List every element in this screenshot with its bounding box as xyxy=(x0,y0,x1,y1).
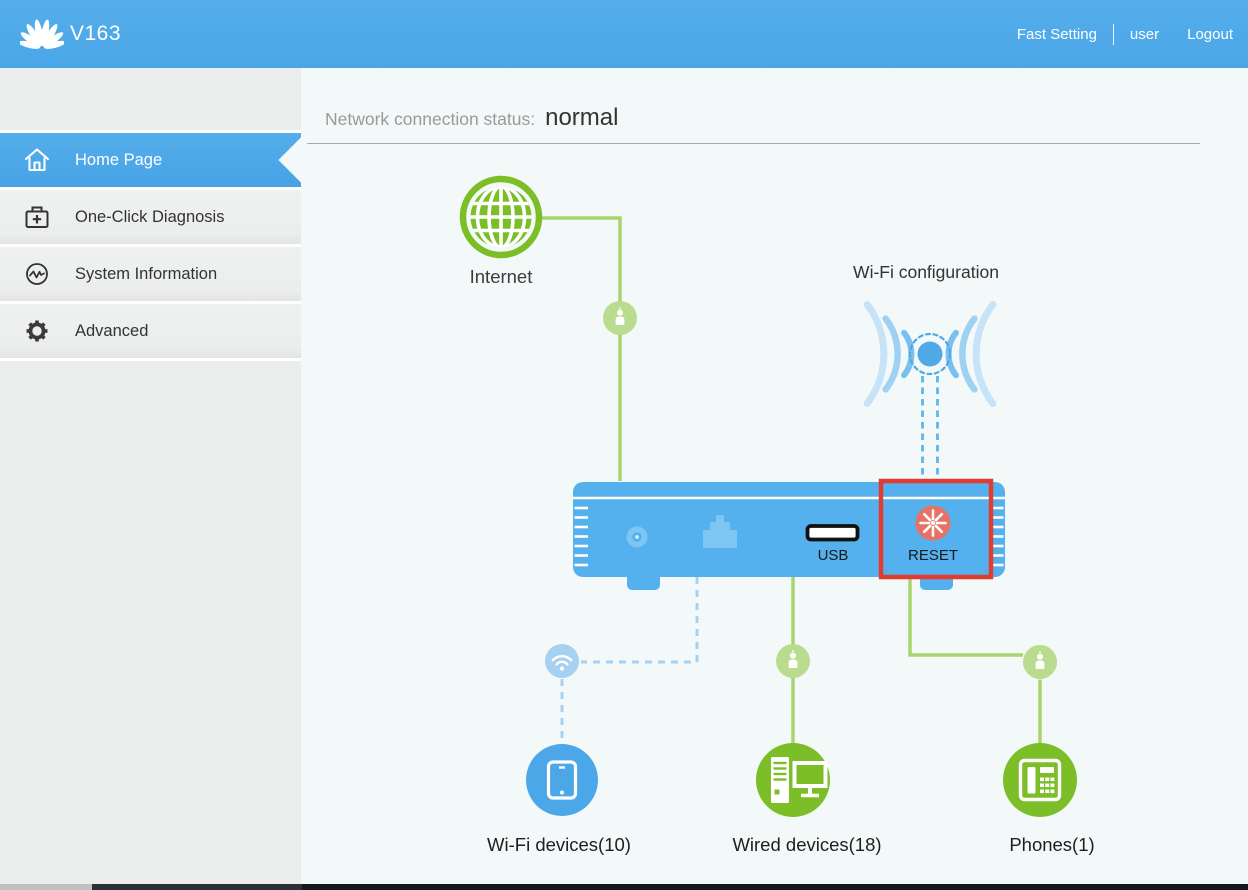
wifi-config-node[interactable]: Wi-Fi configuration xyxy=(853,262,999,481)
bottom-edge-strip xyxy=(0,884,1248,890)
huawei-logo-icon xyxy=(20,19,64,49)
network-status-value: normal xyxy=(545,104,619,131)
internet-label: Internet xyxy=(470,266,533,287)
ethernet-port-icon xyxy=(703,515,737,548)
tablet-icon xyxy=(546,760,578,800)
bottom-strip-right xyxy=(302,884,1248,890)
wired-devices-node[interactable]: Wired devices(18) xyxy=(732,643,882,855)
wifi-antenna-icon xyxy=(863,301,997,407)
usb-port: USB xyxy=(805,524,860,564)
reset-button[interactable]: RESET xyxy=(908,505,958,565)
sidebar-spacer xyxy=(0,68,301,133)
internet-node: Internet xyxy=(459,175,543,287)
internet-user-badge-icon xyxy=(602,300,638,336)
home-icon xyxy=(22,145,52,175)
usb-label: USB xyxy=(818,547,849,564)
reset-label: RESET xyxy=(908,547,958,564)
sidebar-item-system-information[interactable]: System Information xyxy=(0,247,301,304)
wifi-config-label: Wi-Fi configuration xyxy=(853,262,999,282)
header-links: Fast Setting user Logout xyxy=(1016,23,1233,45)
system-info-gauge-icon xyxy=(22,259,52,289)
sidebar-item-label: System Information xyxy=(75,264,218,283)
internet-to-router-line xyxy=(539,216,622,481)
username-link[interactable]: user xyxy=(1129,25,1160,43)
sidebar-nav: Home Page One-Click Diagnosis System Inf xyxy=(0,68,324,884)
desk-phone-icon xyxy=(1018,758,1062,802)
brand-name: V163 xyxy=(70,22,122,45)
router-to-phones-line xyxy=(908,577,1023,657)
wifi-to-router-dashed-lines xyxy=(921,376,939,481)
power-port-icon xyxy=(626,526,648,548)
network-topology-diagram: Internet Wi-Fi configuration xyxy=(459,175,1095,855)
router-body xyxy=(573,482,1005,577)
network-status-label: Network connection status: xyxy=(325,109,536,129)
wifi-signal-badge-icon xyxy=(545,644,579,678)
network-status: Network connection status: normal xyxy=(325,104,618,132)
reset-highlight-box xyxy=(878,478,994,580)
router-to-wifi-devices-dashed-line xyxy=(581,577,699,664)
sidebar-item-one-click-diagnosis[interactable]: One-Click Diagnosis xyxy=(0,190,301,247)
computer-icon xyxy=(771,757,828,803)
gear-icon xyxy=(22,316,52,346)
wifi-devices-label: Wi-Fi devices(10) xyxy=(487,834,631,855)
phones-user-badge-icon xyxy=(1022,644,1058,680)
phones-label: Phones(1) xyxy=(1009,834,1094,855)
sidebar-item-label: Advanced xyxy=(75,321,149,340)
brand: V163 xyxy=(20,14,121,54)
header-divider xyxy=(1112,23,1114,45)
sidebar-item-label: Home Page xyxy=(75,150,163,169)
sidebar-item-label: One-Click Diagnosis xyxy=(75,207,225,226)
sidebar-item-advanced[interactable]: Advanced xyxy=(0,304,301,361)
wired-devices-label: Wired devices(18) xyxy=(732,834,881,855)
diagnosis-kit-icon xyxy=(22,202,52,232)
router-vents-left xyxy=(574,506,588,567)
reset-asterisk-icon xyxy=(919,509,947,537)
main-content: Network connection status: normal xyxy=(301,68,1248,884)
bottom-strip-mid xyxy=(92,884,302,890)
status-divider-line xyxy=(301,143,1200,144)
fast-setting-link[interactable]: Fast Setting xyxy=(1016,25,1097,43)
wired-user-badge-icon xyxy=(775,643,811,679)
wifi-devices-node[interactable]: Wi-Fi devices(10) xyxy=(487,644,631,855)
header-bar: V163 Fast Setting user Logout xyxy=(0,0,1248,68)
phones-node[interactable]: Phones(1) xyxy=(1003,644,1095,855)
sidebar-item-home-page[interactable]: Home Page xyxy=(0,133,324,190)
bottom-strip-left xyxy=(0,884,92,890)
logout-link[interactable]: Logout xyxy=(1187,25,1233,43)
router-device: USB RESET xyxy=(573,478,1005,590)
wifi-devices-circle xyxy=(526,744,598,816)
